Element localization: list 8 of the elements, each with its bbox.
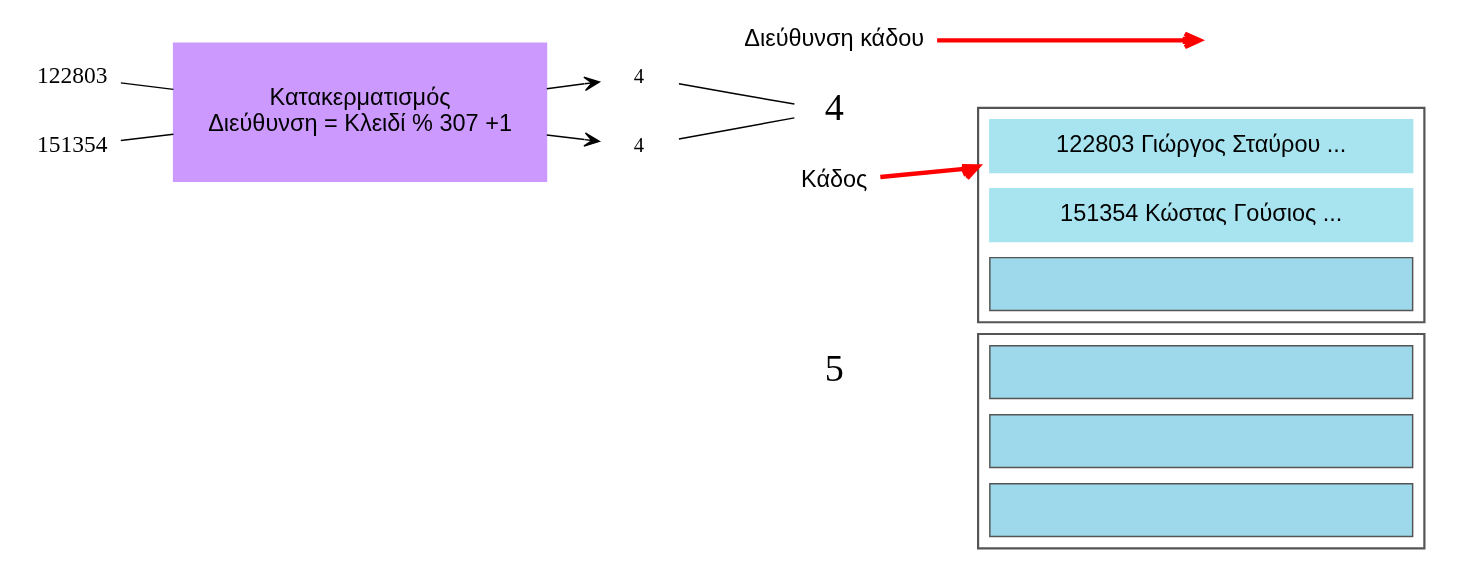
node-text: 4	[633, 133, 644, 156]
node-text: 4	[824, 86, 844, 129]
node-text: Διεύθυνση κάδου	[743, 24, 924, 51]
node-text: 5	[824, 347, 844, 390]
node-text: 4	[633, 64, 644, 87]
node-text: Κάδος	[800, 165, 867, 192]
node-text: 151354	[36, 130, 108, 157]
node-text: 122803	[36, 61, 108, 88]
